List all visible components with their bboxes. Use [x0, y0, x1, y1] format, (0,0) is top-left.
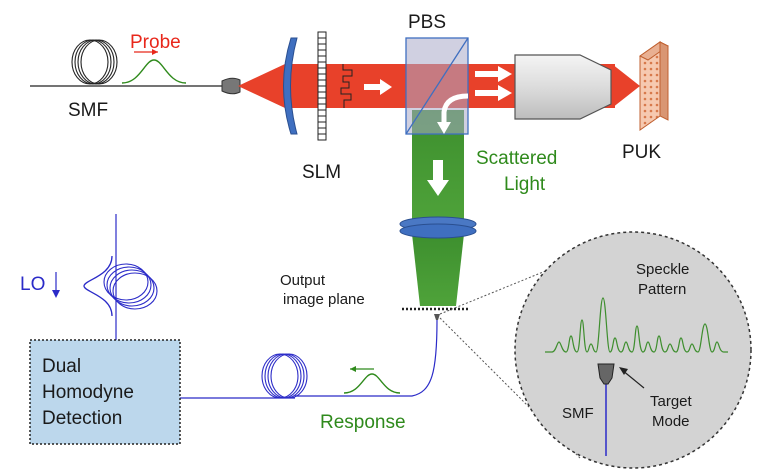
image-plane-label: image plane: [283, 291, 365, 308]
pbs-label: PBS: [408, 12, 446, 33]
input-fiber: [30, 39, 241, 95]
response-label: Response: [320, 412, 406, 433]
output-label: Output: [280, 272, 326, 289]
light-label: Light: [504, 174, 546, 195]
puk-label: PUK: [622, 142, 661, 163]
response-pulse: [343, 366, 401, 394]
fiber-coil-icon: [103, 263, 158, 310]
speckle-label: Speckle: [636, 261, 689, 278]
inset-smf-label: SMF: [562, 405, 594, 422]
fiber-coil-icon: [261, 353, 308, 399]
imaging-lens: [399, 216, 477, 239]
output-fiber-tip-icon: [434, 314, 440, 320]
slm-label: SLM: [302, 162, 341, 183]
speckle-pattern: [545, 297, 728, 353]
puk-sample: [639, 41, 669, 131]
slm-grating: [317, 31, 353, 141]
scatter-arrow: [427, 160, 449, 196]
detection-label-3: Detection: [42, 408, 122, 429]
probe-pulse: [121, 49, 187, 84]
probe-label: Probe: [130, 32, 181, 53]
objective-lens: [514, 54, 612, 120]
scattered-label: Scattered: [476, 148, 557, 169]
inset-fiber-tip-icon: [597, 363, 615, 385]
mode-label: Mode: [652, 413, 690, 430]
detection-box: [29, 339, 181, 445]
reflection-arrow: [437, 122, 451, 134]
fiber-coil-icon: [71, 39, 118, 85]
target-label: Target: [650, 393, 693, 410]
detection-label-2: Homodyne: [42, 382, 134, 403]
response-fiber: [295, 319, 438, 397]
pattern-label: Pattern: [638, 281, 686, 298]
green-beam: [412, 110, 464, 306]
lo-fiber: [52, 214, 158, 340]
collimating-lens: [283, 37, 298, 135]
lo-label: LO: [20, 274, 45, 295]
pbs-cube: [405, 37, 469, 135]
detection-label-1: Dual: [42, 356, 81, 377]
fiber-tip-icon: [221, 77, 241, 95]
smf-label: SMF: [68, 100, 108, 121]
beam-direction-arrows: [364, 66, 512, 101]
